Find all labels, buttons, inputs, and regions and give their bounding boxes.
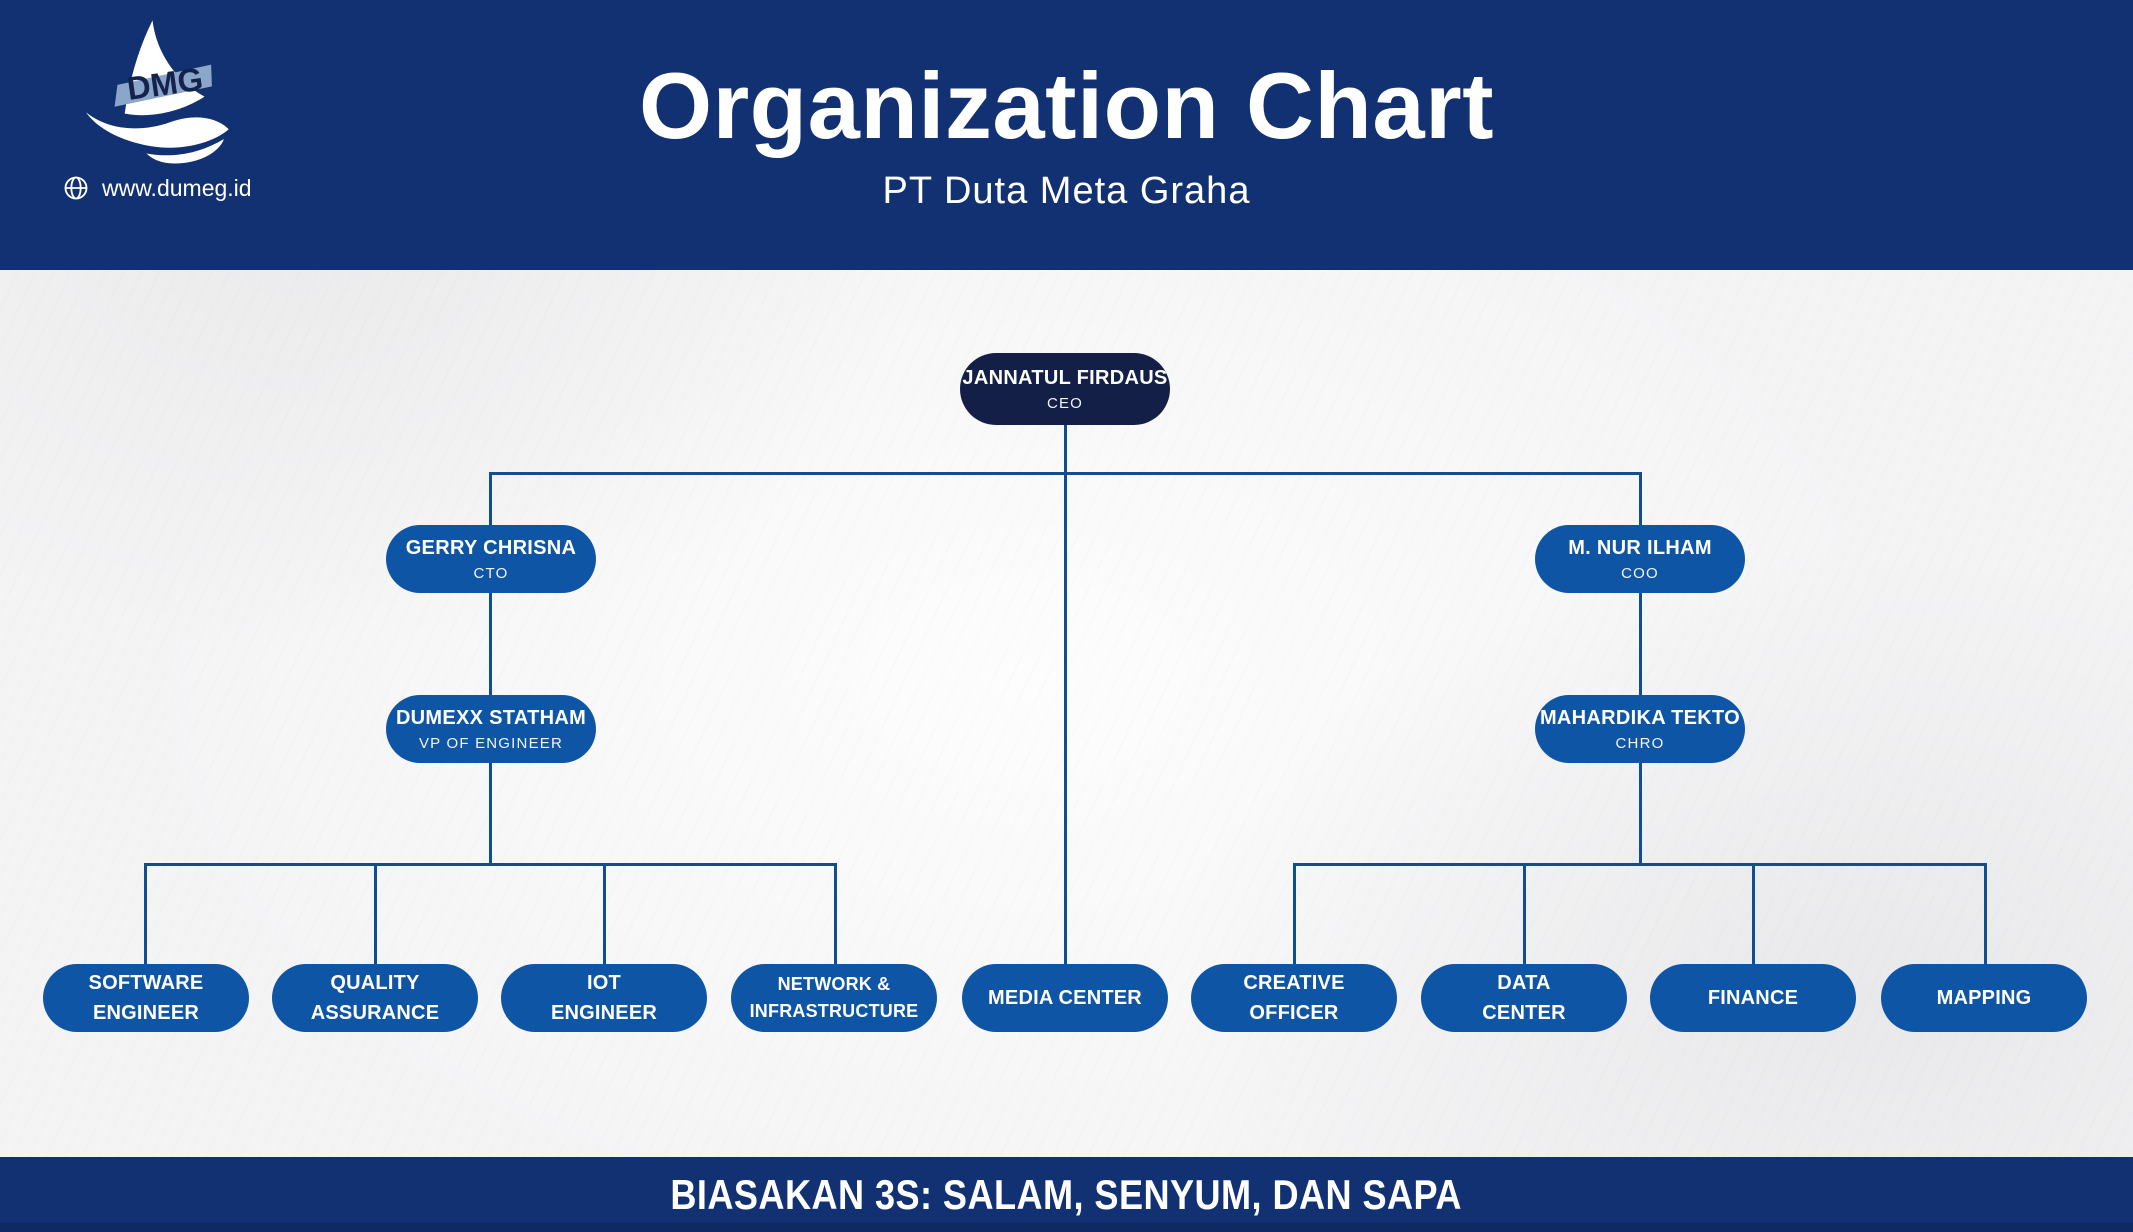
header: DMG www.dumeg.id Organization Chart PT D… bbox=[0, 0, 2133, 270]
dept-label-line2: CENTER bbox=[1482, 1002, 1566, 1024]
dept-label-line1: IOT bbox=[587, 972, 621, 994]
dept-label-line1: DATA bbox=[1497, 972, 1551, 994]
footer-motto: BIASAKAN 3S: SALAM, SENYUM, DAN SAPA bbox=[670, 1170, 1463, 1218]
dept-label-line1: CREATIVE bbox=[1243, 972, 1345, 994]
org-node-vp-engineer: DUMEXX STATHAM VP OF ENGINEER bbox=[386, 695, 596, 763]
globe-icon bbox=[64, 176, 88, 200]
company-logo: DMG www.dumeg.id bbox=[62, 18, 302, 202]
person-name: M. NUR ILHAM bbox=[1568, 537, 1712, 559]
dept-label: SOFTWARE ENGINEER bbox=[89, 968, 204, 1028]
person-role: CTO bbox=[473, 565, 509, 582]
org-node-mapping: MAPPING bbox=[1881, 964, 2087, 1032]
org-node-coo: M. NUR ILHAM COO bbox=[1535, 525, 1745, 593]
connector-coo-to-chro bbox=[1639, 593, 1642, 695]
connector-mapping-drop bbox=[1984, 863, 1987, 964]
dept-label-line2: ENGINEER bbox=[92, 1002, 200, 1024]
person-role: VP OF ENGINEER bbox=[418, 735, 564, 752]
footer: BIASAKAN 3S: SALAM, SENYUM, DAN SAPA bbox=[0, 1157, 2133, 1232]
connector-finance-drop bbox=[1752, 863, 1755, 964]
person-role: CEO bbox=[1046, 395, 1084, 412]
website-url: www.dumeg.id bbox=[102, 174, 252, 201]
dept-label: MAPPING bbox=[1937, 983, 2032, 1013]
connector-iot-drop bbox=[603, 863, 606, 964]
dept-label-line1: NETWORK & bbox=[777, 974, 891, 994]
header-titles: Organization Chart PT Duta Meta Graha bbox=[0, 0, 2133, 270]
dept-label: NETWORK & INFRASTRUCTURE bbox=[750, 971, 919, 1025]
org-node-network-infrastructure: NETWORK & INFRASTRUCTURE bbox=[731, 964, 937, 1032]
person-name: GERRY CHRISNA bbox=[405, 537, 577, 559]
org-chart: JANNATUL FIRDAUS CEO GERRY CHRISNA CTO M… bbox=[0, 270, 2133, 1157]
dept-label-line1: QUALITY bbox=[330, 972, 420, 994]
org-node-ceo: JANNATUL FIRDAUS CEO bbox=[960, 353, 1170, 425]
page-title: Organization Chart bbox=[638, 53, 1495, 159]
person-name: JANNATUL FIRDAUS bbox=[962, 367, 1168, 389]
dept-label-line2: ENGINEER bbox=[550, 1002, 658, 1024]
dept-label-line1: MAPPING bbox=[1936, 987, 2032, 1009]
connector-data-drop bbox=[1523, 863, 1526, 964]
person-name: DUMEXX STATHAM bbox=[395, 707, 587, 729]
website-row: www.dumeg.id bbox=[62, 174, 302, 202]
dept-label-line1: MEDIA CENTER bbox=[988, 987, 1142, 1009]
org-node-software-engineer: SOFTWARE ENGINEER bbox=[43, 964, 249, 1032]
dept-label-line2: ASSURANCE bbox=[310, 1002, 440, 1024]
dept-label: QUALITY ASSURANCE bbox=[311, 968, 439, 1028]
org-node-finance: FINANCE bbox=[1650, 964, 1856, 1032]
dept-label-line1: SOFTWARE bbox=[88, 972, 204, 994]
dept-label-line2: OFFICER bbox=[1249, 1002, 1339, 1024]
company-name: PT Duta Meta Graha bbox=[882, 169, 1251, 212]
org-node-quality-assurance: QUALITY ASSURANCE bbox=[272, 964, 478, 1032]
connector-left-horizontal bbox=[144, 863, 837, 866]
connector-network-drop bbox=[834, 863, 837, 964]
org-node-cto: GERRY CHRISNA CTO bbox=[386, 525, 596, 593]
connector-cto-to-vp bbox=[489, 593, 492, 695]
connector-ceo-drop bbox=[1064, 423, 1067, 473]
connector-cto-drop bbox=[489, 472, 492, 527]
connector-vp-drop bbox=[489, 763, 492, 863]
org-node-media-center: MEDIA CENTER bbox=[962, 964, 1168, 1032]
connector-creative-drop bbox=[1293, 863, 1296, 964]
org-node-creative-officer: CREATIVE OFFICER bbox=[1191, 964, 1397, 1032]
dept-label-line1: FINANCE bbox=[1707, 987, 1799, 1009]
connector-coo-drop bbox=[1639, 472, 1642, 527]
footer-bottom-strip bbox=[0, 1223, 2133, 1232]
connector-right-horizontal bbox=[1293, 863, 1986, 866]
person-name: MAHARDIKA TEKTO bbox=[1539, 707, 1741, 729]
dept-label-line2: INFRASTRUCTURE bbox=[749, 1001, 919, 1021]
org-node-chro: MAHARDIKA TEKTO CHRO bbox=[1535, 695, 1745, 763]
dept-label: MEDIA CENTER bbox=[988, 983, 1142, 1013]
person-role: CHRO bbox=[1615, 735, 1665, 752]
connector-software-drop bbox=[144, 863, 147, 964]
dmg-sail-wave-logo: DMG bbox=[86, 20, 229, 164]
org-node-data-center: DATA CENTER bbox=[1421, 964, 1627, 1032]
connector-quality-drop bbox=[374, 863, 377, 964]
dept-label: FINANCE bbox=[1708, 983, 1798, 1013]
dept-label: IOT ENGINEER bbox=[551, 968, 657, 1028]
dept-label: CREATIVE OFFICER bbox=[1243, 968, 1344, 1028]
dept-label: DATA CENTER bbox=[1482, 968, 1565, 1028]
person-role: COO bbox=[1621, 565, 1659, 582]
connector-chro-drop bbox=[1639, 763, 1642, 863]
connector-media-center-drop bbox=[1064, 472, 1067, 964]
org-node-iot-engineer: IOT ENGINEER bbox=[501, 964, 707, 1032]
